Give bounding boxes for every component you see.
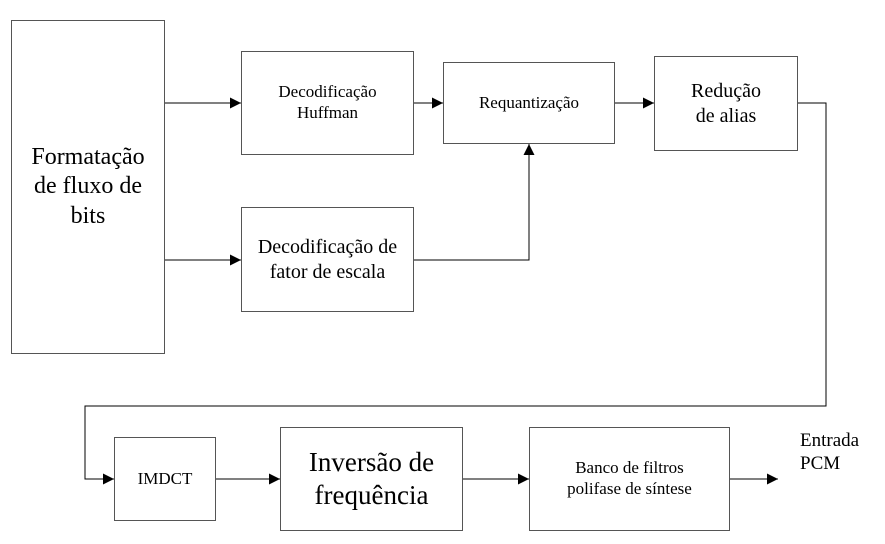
block-formatacao-label: Formatação de fluxo de bits bbox=[31, 144, 145, 229]
block-reducao-alias: Redução de alias bbox=[654, 56, 798, 151]
block-inversao-frequencia: Inversão de frequência bbox=[280, 427, 463, 531]
block-banco-filtros-polifase: Banco de filtros polifase de síntese bbox=[529, 427, 730, 531]
block-requantizacao: Requantização bbox=[443, 62, 615, 144]
block-fator-escala-label: Decodificação de fator de escala bbox=[257, 236, 398, 283]
block-banco-filtros-label: Banco de filtros polifase de síntese bbox=[567, 458, 692, 498]
arrow-reducao-alias-to-imdct bbox=[84, 102, 827, 485]
block-inversao-label: Inversão de frequência bbox=[308, 447, 435, 510]
output-label-entrada-pcm: Entrada PCM bbox=[800, 430, 860, 474]
block-formatacao-fluxo-bits: Formatação de fluxo de bits bbox=[11, 20, 165, 354]
block-huffman-label: Decodificação Huffman bbox=[278, 82, 377, 122]
block-reducao-alias-label: Redução de alias bbox=[691, 80, 761, 127]
block-requantizacao-label: Requantização bbox=[478, 92, 580, 112]
block-imdct-label: IMDCT bbox=[137, 468, 193, 488]
block-decodificacao-fator-escala: Decodificação de fator de escala bbox=[241, 207, 414, 312]
block-decodificacao-huffman: Decodificação Huffman bbox=[241, 51, 414, 155]
block-imdct: IMDCT bbox=[114, 437, 216, 521]
arrow-fator-escala-to-requantizacao bbox=[414, 144, 535, 261]
